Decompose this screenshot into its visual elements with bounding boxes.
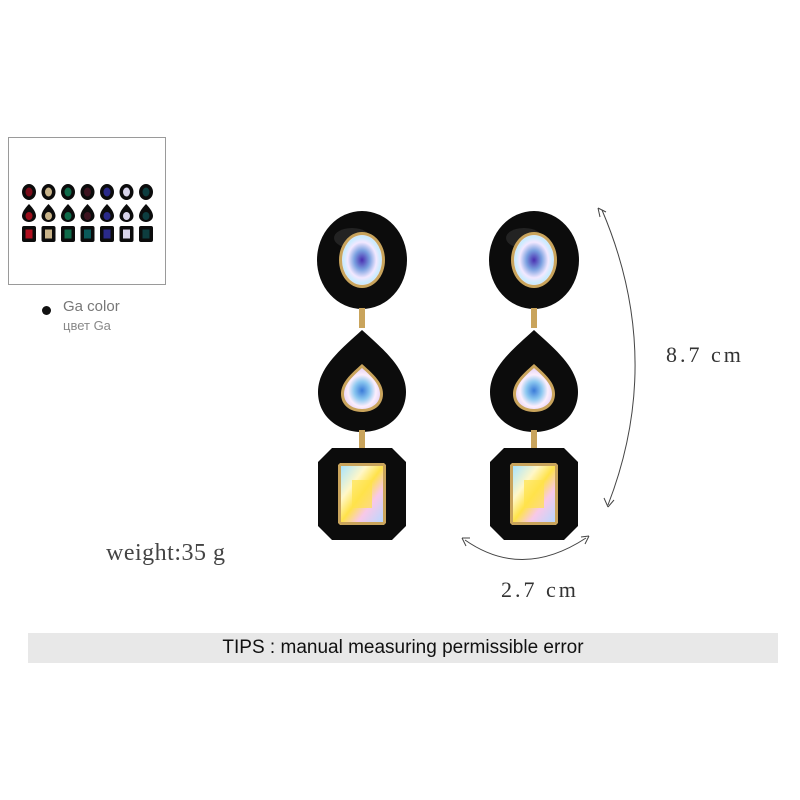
color-dot-icon [42, 306, 51, 315]
tips-bar: TIPS : manual measuring permissible erro… [28, 633, 778, 663]
right-earring [489, 211, 579, 540]
height-measurement: 8.7 cm [666, 342, 744, 367]
swatch-gem [45, 212, 52, 220]
swatch-gem [25, 187, 33, 197]
variant-swatch-grid [22, 184, 153, 242]
color-label-en: Ga color [63, 298, 120, 315]
weight-label: weight:35 g [106, 540, 226, 566]
swatch-gem [103, 212, 111, 220]
swatch-gem [123, 229, 130, 239]
width-measurement: 2.7 cm [501, 577, 579, 602]
swatch-gem [84, 187, 91, 197]
height-arrow-icon [597, 207, 636, 508]
swatch-gem [25, 229, 33, 239]
swatch-gem [84, 229, 91, 239]
width-arrow-icon [461, 535, 590, 560]
swatch-gem [84, 212, 91, 220]
swatch-gem [142, 212, 150, 220]
tips-text: TIPS : manual measuring permissible erro… [222, 637, 584, 658]
swatch-gem [45, 229, 52, 239]
swatch-gem [45, 187, 52, 197]
swatch-gem [103, 229, 111, 239]
swatch-gem [103, 187, 111, 197]
swatch-gem [64, 229, 72, 239]
color-label-ru: цвет Ga [63, 318, 111, 333]
swatch-gem [64, 212, 72, 220]
left-earring [317, 211, 407, 540]
variant-thumbnail[interactable] [8, 137, 166, 285]
swatch-gem [123, 212, 130, 220]
swatch-gem [64, 187, 72, 197]
swatch-gem [142, 187, 150, 197]
swatch-gem [142, 229, 150, 239]
swatch-gem [25, 212, 33, 220]
swatch-gem [123, 187, 130, 197]
